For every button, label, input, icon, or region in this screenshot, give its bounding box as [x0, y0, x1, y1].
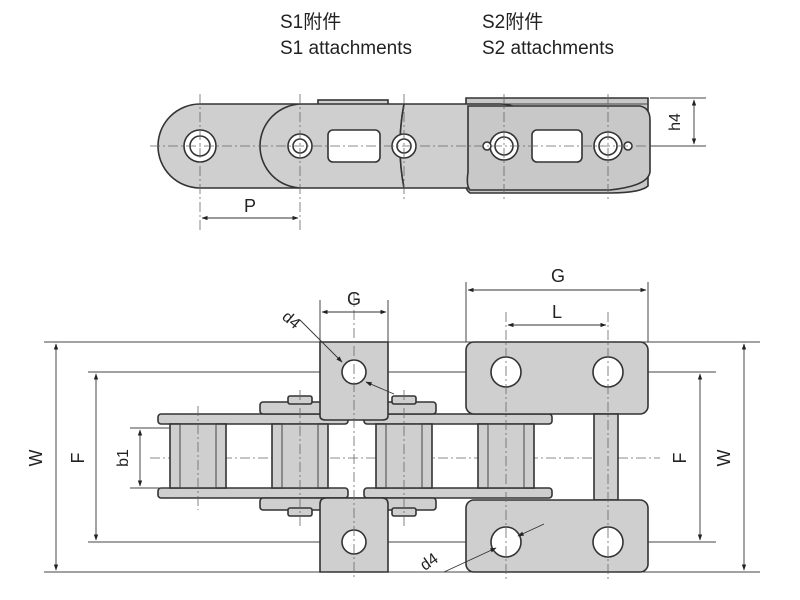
dim-d4-bottom-label: d4	[417, 550, 441, 574]
s1-caption-en: S1 attachments	[280, 38, 413, 59]
dim-h4-label: h4	[667, 113, 684, 131]
dim-b1-label: b1	[115, 449, 132, 467]
s2-caption-zh: S2附件	[482, 12, 544, 33]
dim-f-right-label: F	[670, 453, 690, 464]
s2-caption: S2附件 S2 attachments	[482, 10, 614, 62]
s2-slot	[531, 129, 583, 163]
dim-g-left-label: G	[347, 289, 361, 309]
s1-caption: S1附件 S1 attachments	[280, 10, 412, 62]
s1-caption-zh: S1附件	[280, 12, 342, 33]
dim-w-left-label: W	[26, 450, 46, 467]
dim-p-label: P	[244, 196, 256, 216]
dim-f-left-label: F	[68, 453, 88, 464]
dim-d4-top-label: d4	[279, 308, 304, 333]
top-view: G d4 G L d4 W F b1 F W	[26, 266, 760, 580]
s2-caption-en: S2 attachments	[482, 38, 615, 59]
dim-w-right-label: W	[714, 450, 734, 467]
dim-l-label: L	[552, 302, 562, 322]
side-view: P h4	[150, 94, 706, 232]
s2-spacer	[593, 413, 619, 501]
dim-g-right-label: G	[551, 266, 565, 286]
